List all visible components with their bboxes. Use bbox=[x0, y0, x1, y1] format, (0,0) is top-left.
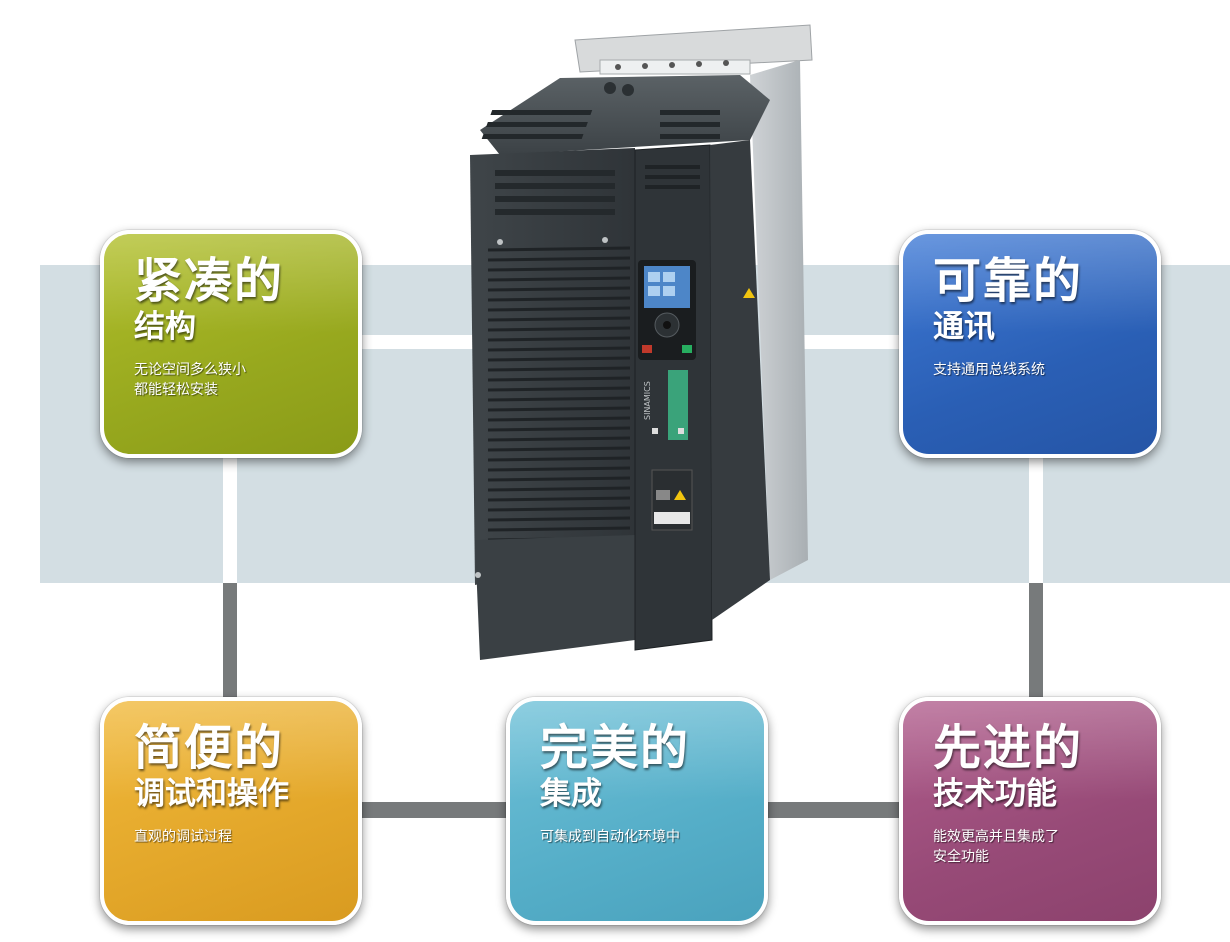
louver-slat bbox=[487, 476, 631, 482]
card-subtitle: 通讯 bbox=[933, 309, 995, 345]
card-description: 可集成到自动化环境中 bbox=[540, 827, 746, 847]
louver-slat bbox=[487, 486, 631, 492]
card-subtitle: 结构 bbox=[134, 309, 196, 345]
card-title: 紧凑的 bbox=[134, 253, 285, 309]
warning-triangle bbox=[743, 288, 755, 298]
card-perfect-integration: 完美的 集成 可集成到自动化环境中 bbox=[506, 697, 768, 925]
card-title: 可靠的 bbox=[933, 253, 1084, 309]
louver-slat bbox=[487, 466, 631, 472]
louver-slat bbox=[487, 406, 631, 412]
louver-slat bbox=[487, 356, 631, 362]
louver-slat bbox=[487, 266, 631, 272]
louver-slat bbox=[487, 526, 631, 532]
louver-slat bbox=[487, 376, 631, 382]
louver-slat bbox=[487, 306, 631, 312]
top-vents bbox=[481, 110, 720, 139]
front-upper-vents bbox=[495, 170, 615, 215]
card-compact-structure: 紧凑的 结构 无论空间多么狭小 都能轻松安装 bbox=[100, 230, 362, 458]
connector-product-reliable bbox=[800, 335, 904, 349]
card-subtitle: 技术功能 bbox=[933, 776, 1057, 812]
card-description: 无论空间多么狭小 都能轻松安装 bbox=[134, 360, 340, 400]
card-title: 完美的 bbox=[540, 720, 691, 776]
louver-slat bbox=[487, 416, 631, 422]
connector-compact-down-lower bbox=[223, 583, 237, 701]
card-title: 简便的 bbox=[134, 720, 285, 776]
connector-compact-down-upper bbox=[223, 455, 237, 583]
louver-slat bbox=[487, 516, 631, 522]
card-desc-line: 无论空间多么狭小 bbox=[134, 362, 246, 378]
louver-slat bbox=[487, 446, 631, 452]
front-louvers bbox=[487, 246, 631, 542]
lower-cover bbox=[475, 535, 635, 660]
stop-key bbox=[642, 345, 652, 353]
drive-unit-illustration: SINAMICS bbox=[470, 24, 813, 660]
connector-reliable-down-lower bbox=[1029, 583, 1043, 701]
louver-slat bbox=[487, 506, 631, 512]
louver-slat bbox=[487, 456, 631, 462]
louver-slat bbox=[487, 316, 631, 322]
card-desc-line: 可集成到自动化环境中 bbox=[540, 829, 680, 845]
card-easy-commissioning: 简便的 调试和操作 直观的调试过程 bbox=[100, 697, 362, 925]
louver-slat bbox=[487, 386, 631, 392]
side-panel bbox=[750, 60, 808, 580]
connector-easy-integrated bbox=[360, 802, 510, 818]
louver-slat bbox=[487, 276, 631, 282]
connector-compact-product bbox=[362, 335, 502, 349]
card-subtitle: 集成 bbox=[540, 776, 602, 812]
card-subtitle: 调试和操作 bbox=[134, 776, 289, 812]
card-description: 支持通用总线系统 bbox=[933, 360, 1139, 380]
louver-slat bbox=[487, 496, 631, 502]
louver-slat bbox=[487, 436, 631, 442]
card-reliable-communication: 可靠的 通讯 支持通用总线系统 bbox=[899, 230, 1161, 458]
card-description: 直观的调试过程 bbox=[134, 827, 340, 847]
louver-slat bbox=[487, 326, 631, 332]
louver-slat bbox=[487, 366, 631, 372]
louver-slat bbox=[487, 246, 631, 252]
start-key bbox=[682, 345, 692, 353]
louver-slat bbox=[487, 256, 631, 262]
module-side bbox=[710, 140, 770, 620]
card-desc-line: 支持通用总线系统 bbox=[933, 362, 1045, 378]
card-title: 先进的 bbox=[933, 720, 1084, 776]
louver-slat bbox=[487, 336, 631, 342]
louver-slat bbox=[487, 296, 631, 302]
card-desc-line: 安全功能 bbox=[933, 849, 989, 865]
mounting-bracket bbox=[574, 24, 813, 75]
louver-slat bbox=[487, 286, 631, 292]
louver-slat bbox=[487, 396, 631, 402]
card-desc-line: 能效更高并且集成了 bbox=[933, 829, 1059, 845]
brand-label: SINAMICS bbox=[643, 381, 652, 420]
card-description: 能效更高并且集成了 安全功能 bbox=[933, 827, 1139, 867]
louver-slat bbox=[487, 346, 631, 352]
module-top-vents bbox=[645, 165, 700, 189]
card-desc-line: 直观的调试过程 bbox=[134, 829, 232, 845]
louver-slat bbox=[487, 426, 631, 432]
card-advanced-functions: 先进的 技术功能 能效更高并且集成了 安全功能 bbox=[899, 697, 1161, 925]
card-desc-line: 都能轻松安装 bbox=[134, 382, 218, 398]
connector-integrated-advanced bbox=[766, 802, 904, 818]
connector-reliable-down-upper bbox=[1029, 455, 1043, 583]
control-unit-strip bbox=[668, 370, 688, 440]
